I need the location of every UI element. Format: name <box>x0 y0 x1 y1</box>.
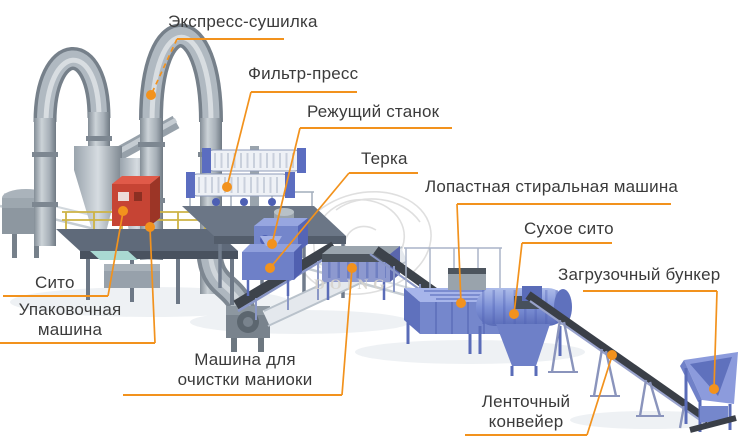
dot-grater <box>265 263 275 273</box>
dot-filter-press <box>222 182 232 192</box>
dot-paddle-washing-machine <box>456 298 466 308</box>
dot-packing-machine <box>145 222 155 232</box>
loading-hopper-unit <box>680 352 738 433</box>
leader-line <box>226 91 252 188</box>
leader-line <box>713 290 718 390</box>
dot-express-dryer <box>146 90 156 100</box>
doing-watermark: DOING <box>314 277 390 293</box>
leader-line <box>586 355 613 436</box>
dot-loading-hopper <box>709 384 719 394</box>
leader-express-dryer <box>146 38 284 100</box>
leader-line <box>271 127 301 245</box>
leader-line <box>149 227 156 344</box>
dot-cassava-cleaning-machine <box>347 263 357 273</box>
leader-line <box>513 242 523 315</box>
leader-filter-press <box>222 91 357 192</box>
dot-belt-conveyor <box>607 350 617 360</box>
leader-sieve <box>3 206 128 297</box>
watermark-text: DOING <box>314 277 390 293</box>
leader-line <box>150 38 178 96</box>
leader-line <box>269 172 350 269</box>
leader-packing-machine <box>0 222 156 344</box>
leader-cassava-cleaning-machine <box>123 263 357 396</box>
leader-dry-sieve <box>509 242 612 319</box>
leader-paddle-washing-machine <box>456 203 671 308</box>
leader-cutting-machine <box>267 127 452 249</box>
leader-belt-conveyor <box>465 350 617 436</box>
dot-dry-sieve <box>509 309 519 319</box>
dot-sieve <box>118 206 128 216</box>
packing-platform-and-sieve <box>56 176 238 305</box>
leader-line <box>107 211 124 297</box>
leader-loading-hopper <box>583 290 719 394</box>
leader-grater <box>265 172 418 273</box>
leader-line <box>456 203 462 304</box>
leader-line <box>341 267 353 396</box>
dot-cutting-machine <box>267 239 277 249</box>
belt-conveyor-unit <box>522 286 711 429</box>
